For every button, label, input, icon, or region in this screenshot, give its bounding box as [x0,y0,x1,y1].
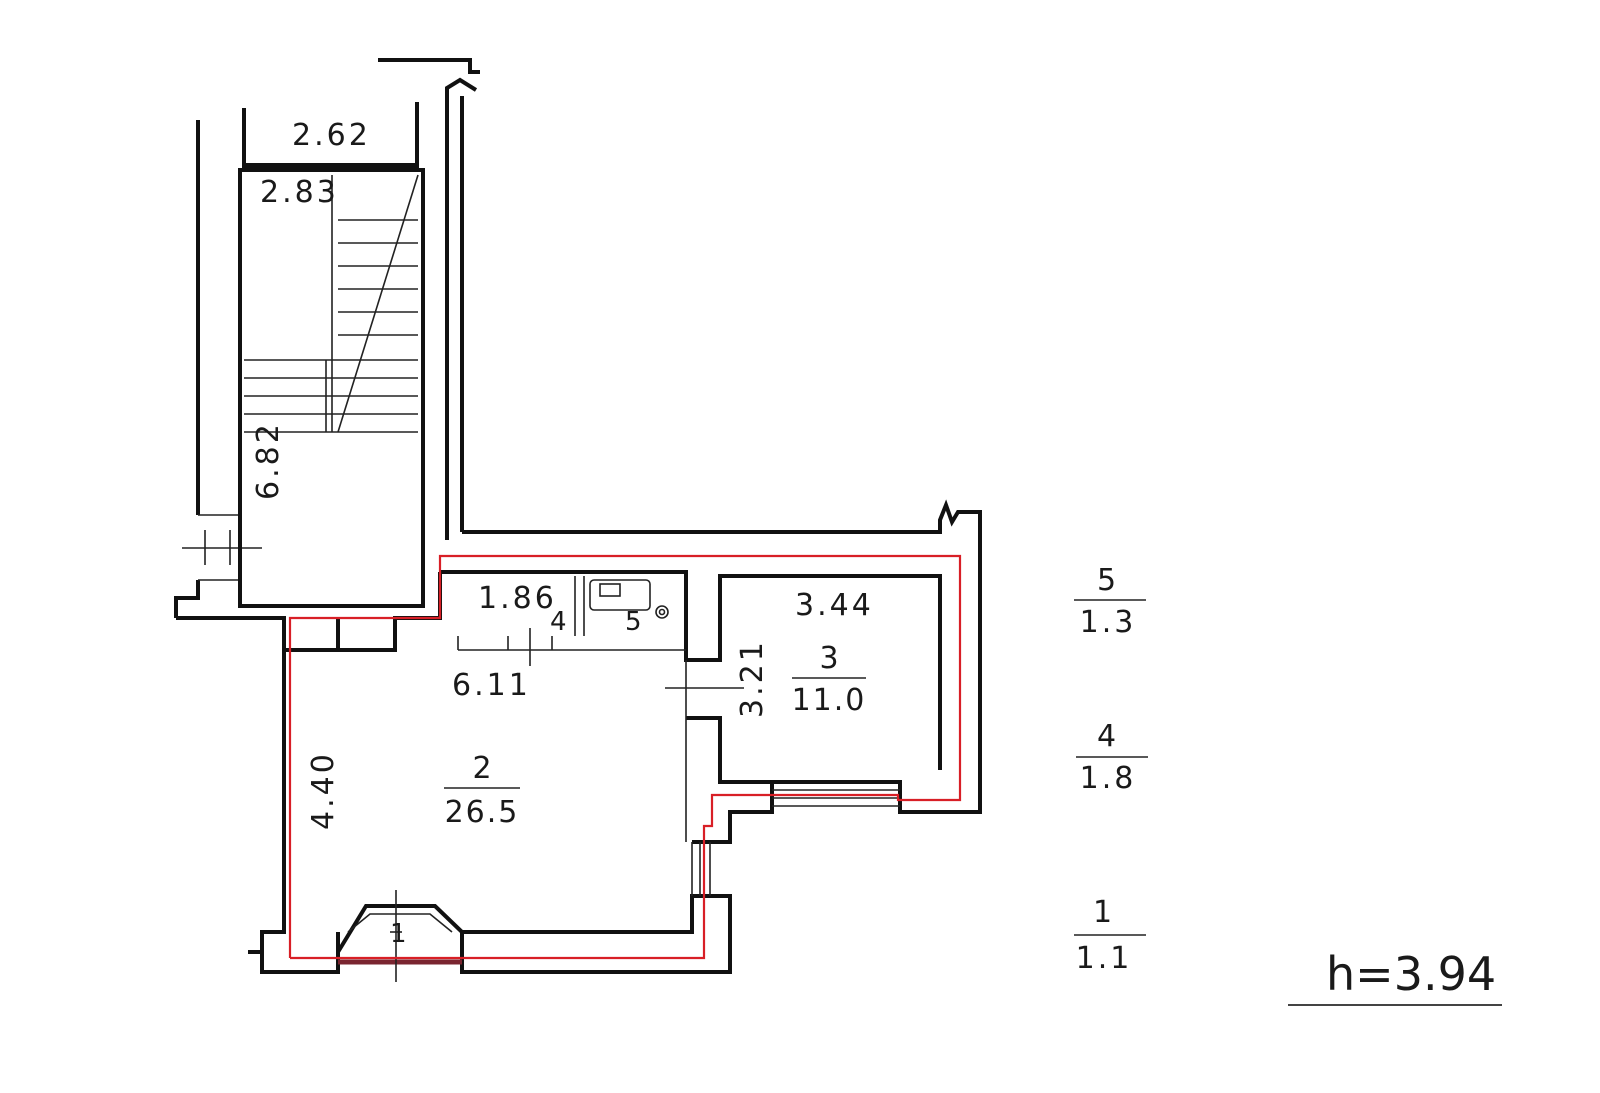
toilet-icon [655,605,669,619]
dim-room3-length: 3.21 [735,639,770,718]
legend-5-area: 1.3 [1080,605,1137,640]
stair-left-lower-wall [174,580,200,618]
dim-main-width: 6.11 [452,668,531,703]
room-3-number: 3 [819,641,838,676]
bay-window-wall [336,894,732,974]
room-2-area: 26.5 [445,795,520,830]
room-2-number: 2 [472,751,491,786]
legend-4-area: 1.8 [1080,761,1137,796]
room-1-number: 1 [390,919,407,949]
bay-window-inner [347,913,453,933]
dim-stair-length: 6.82 [251,421,286,500]
room-5-label: 5 [625,607,642,637]
sink-icon [589,579,651,611]
apartment-boundary [288,554,962,960]
room-3-area: 11.0 [792,683,867,718]
outer-wall-right [462,499,982,844]
ceiling-height: h=3.94 [1326,947,1496,1001]
toilet-icon-inner [658,608,666,616]
room-4-label: 4 [550,607,567,637]
corridor-top-wall [440,570,942,770]
stair-room [238,168,425,608]
apartment-walls [176,499,982,982]
legend-5-number: 5 [1097,563,1119,598]
dim-stair-top: 2.62 [292,118,371,153]
dim-room3-width: 3.44 [795,588,874,623]
legend-1-number: 1 [1093,895,1115,930]
shaft-break [445,77,478,102]
left-wall-top [176,616,340,652]
stair-steps [244,174,419,433]
dim-main-length: 4.40 [306,751,341,830]
sink-basin [599,583,621,597]
legend-1-area: 1.1 [1076,941,1133,976]
staircase [174,58,480,618]
legend-4-number: 4 [1097,719,1119,754]
shaft-top-wall [378,58,480,74]
area-legend: 5 1.3 4 1.8 1 1.1 [1074,563,1148,976]
dim-corridor: 1.86 [478,581,557,616]
dim-stair-inner: 2.83 [260,175,339,210]
room3-left-wall [686,716,772,784]
